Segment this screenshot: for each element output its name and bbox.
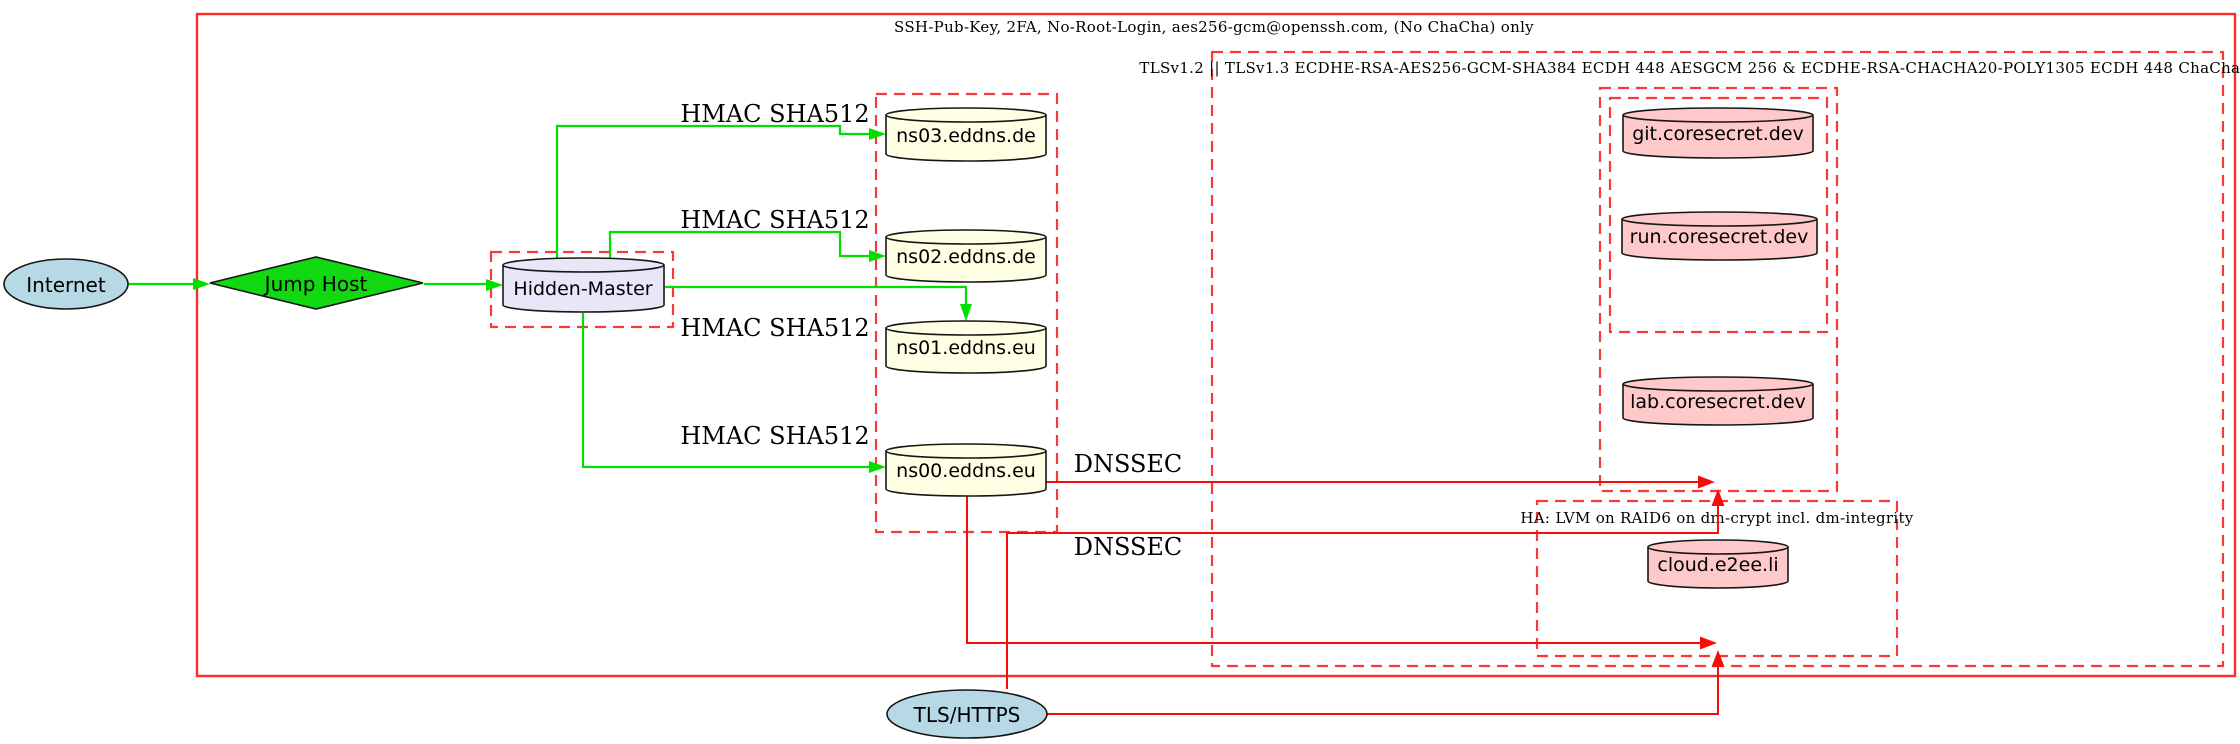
- ssh-cluster-box: [195, 12, 2237, 678]
- node-cloud-label: cloud.e2ee.li: [1657, 554, 1778, 576]
- edge-jumphost-to-hiddenmaster: [424, 279, 503, 291]
- node-lab-label: lab.coresecret.dev: [1630, 391, 1806, 413]
- node-ns00-label: ns00.eddns.eu: [896, 460, 1036, 482]
- edge-label-dnssec-ha: DNSSEC: [1074, 533, 1183, 561]
- edge-internet-to-jumphost: [128, 278, 210, 290]
- node-git-label: git.coresecret.dev: [1632, 123, 1804, 145]
- node-run-coresecret: run.coresecret.dev: [1621, 211, 1818, 261]
- node-ns03: ns03.eddns.de: [885, 107, 1047, 162]
- node-lab-coresecret: lab.coresecret.dev: [1622, 376, 1814, 426]
- node-internet-label: Internet: [26, 273, 106, 297]
- edge-dnscluster-to-hacluster: [966, 532, 1717, 650]
- ha-cluster-label: HA: LVM on RAID6 on dm-crypt incl. dm-in…: [1520, 509, 1913, 527]
- node-ns01-label: ns01.eddns.eu: [896, 337, 1036, 359]
- node-git-coresecret: git.coresecret.dev: [1622, 107, 1814, 159]
- node-tls-https: TLS/HTTPS: [886, 689, 1048, 739]
- node-hidden-master: Hidden-Master: [502, 257, 665, 313]
- edge-hiddenmaster-to-ns02: [608, 230, 886, 262]
- node-ns02: ns02.eddns.de: [885, 229, 1047, 283]
- edge-tlshttps-to-secretcluster: [1006, 489, 1725, 689]
- node-jump-host: Jump Host: [209, 256, 424, 310]
- node-internet: Internet: [3, 258, 129, 310]
- tls-cluster-label: TLSv1.2 || TLSv1.3 ECDHE-RSA-AES256-GCM-…: [1139, 59, 2240, 77]
- node-cloud-e2ee: cloud.e2ee.li: [1647, 539, 1789, 589]
- edge-hiddenmaster-to-ns00: [581, 313, 886, 473]
- edge-label-hmac-ns03: HMAC SHA512: [680, 100, 869, 128]
- node-tls-https-label: TLS/HTTPS: [913, 703, 1021, 727]
- edge-hiddenmaster-to-ns01: [665, 285, 972, 321]
- node-ns01: ns01.eddns.eu: [885, 320, 1047, 374]
- node-ns00: ns00.eddns.eu: [885, 443, 1047, 497]
- node-ns03-label: ns03.eddns.de: [896, 125, 1036, 147]
- edge-label-dnssec-secret: DNSSEC: [1074, 450, 1183, 478]
- node-run-label: run.coresecret.dev: [1630, 226, 1809, 248]
- secret-inner-cluster-box: [1608, 96, 1829, 334]
- ssh-cluster-label: SSH-Pub-Key, 2FA, No-Root-Login, aes256-…: [894, 18, 1534, 36]
- edge-hiddenmaster-to-ns03: [555, 124, 886, 259]
- edge-label-hmac-ns01: HMAC SHA512: [680, 314, 869, 342]
- edge-tlshttps-to-hacluster: [1047, 650, 1725, 715]
- node-hidden-master-label: Hidden-Master: [513, 278, 652, 300]
- node-jump-host-label: Jump Host: [263, 272, 368, 296]
- edge-label-hmac-ns02: HMAC SHA512: [680, 206, 869, 234]
- node-ns02-label: ns02.eddns.de: [896, 246, 1036, 268]
- edge-label-hmac-ns00: HMAC SHA512: [680, 422, 869, 450]
